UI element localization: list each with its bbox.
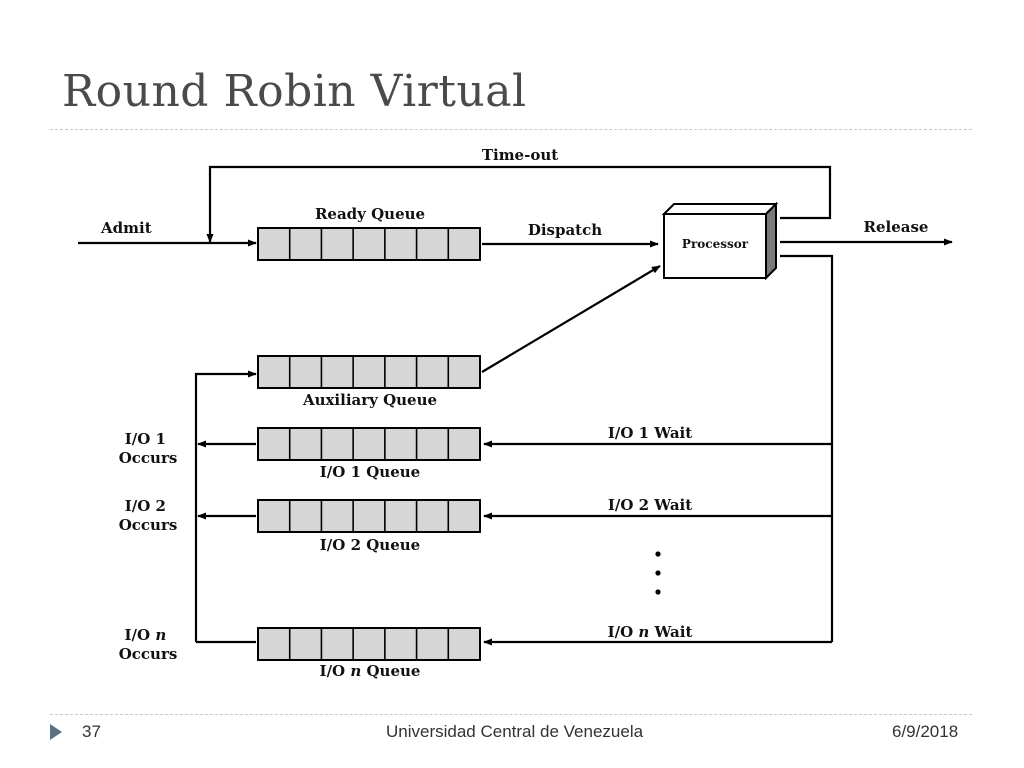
title-divider <box>50 129 972 130</box>
dispatch-label: Dispatch <box>528 221 602 239</box>
io2-wait-label: I/O 2 Wait <box>608 496 692 514</box>
io1-queue <box>257 427 481 461</box>
ion-occurs-label: I/O n Occurs <box>119 626 178 663</box>
triangle-bullet-icon <box>50 724 62 740</box>
page-number: 37 <box>82 722 101 741</box>
ready-queue <box>257 227 481 261</box>
timeout-path <box>206 165 832 243</box>
slide-title: Round Robin Virtual <box>62 66 527 117</box>
io1-wait-label: I/O 1 Wait <box>608 424 692 442</box>
io1-queue-label: I/O 1 Queue <box>320 463 420 481</box>
io2-queue-label: I/O 2 Queue <box>320 536 420 554</box>
institution-name: Universidad Central de Venezuela <box>386 722 644 741</box>
timeout-label: Time-out <box>482 146 558 164</box>
io2-occurs-label: I/O 2 Occurs <box>119 497 178 534</box>
auxiliary-queue <box>257 355 481 389</box>
io2-queue <box>257 499 481 533</box>
admit-label: Admit <box>100 219 152 237</box>
auxiliary-dispatch-arrow <box>481 265 661 373</box>
aux-return-trunk <box>194 370 257 642</box>
io-wait-trunk <box>780 254 834 642</box>
ellipsis-dots <box>655 551 661 595</box>
processor-label: Processor <box>682 237 749 251</box>
ion-queue <box>257 627 481 661</box>
footer-divider <box>50 714 972 715</box>
release-label: Release <box>864 218 929 236</box>
processor-box: Processor <box>661 201 779 281</box>
slide-date: 6/9/2018 <box>892 722 959 741</box>
auxiliary-queue-label: Auxiliary Queue <box>302 391 437 409</box>
ready-queue-label: Ready Queue <box>315 205 425 223</box>
ion-queue-label: I/O n Queue <box>320 662 421 680</box>
ion-wait-label: I/O n Wait <box>608 623 693 641</box>
io1-occurs-label: I/O 1 Occurs <box>119 430 178 467</box>
